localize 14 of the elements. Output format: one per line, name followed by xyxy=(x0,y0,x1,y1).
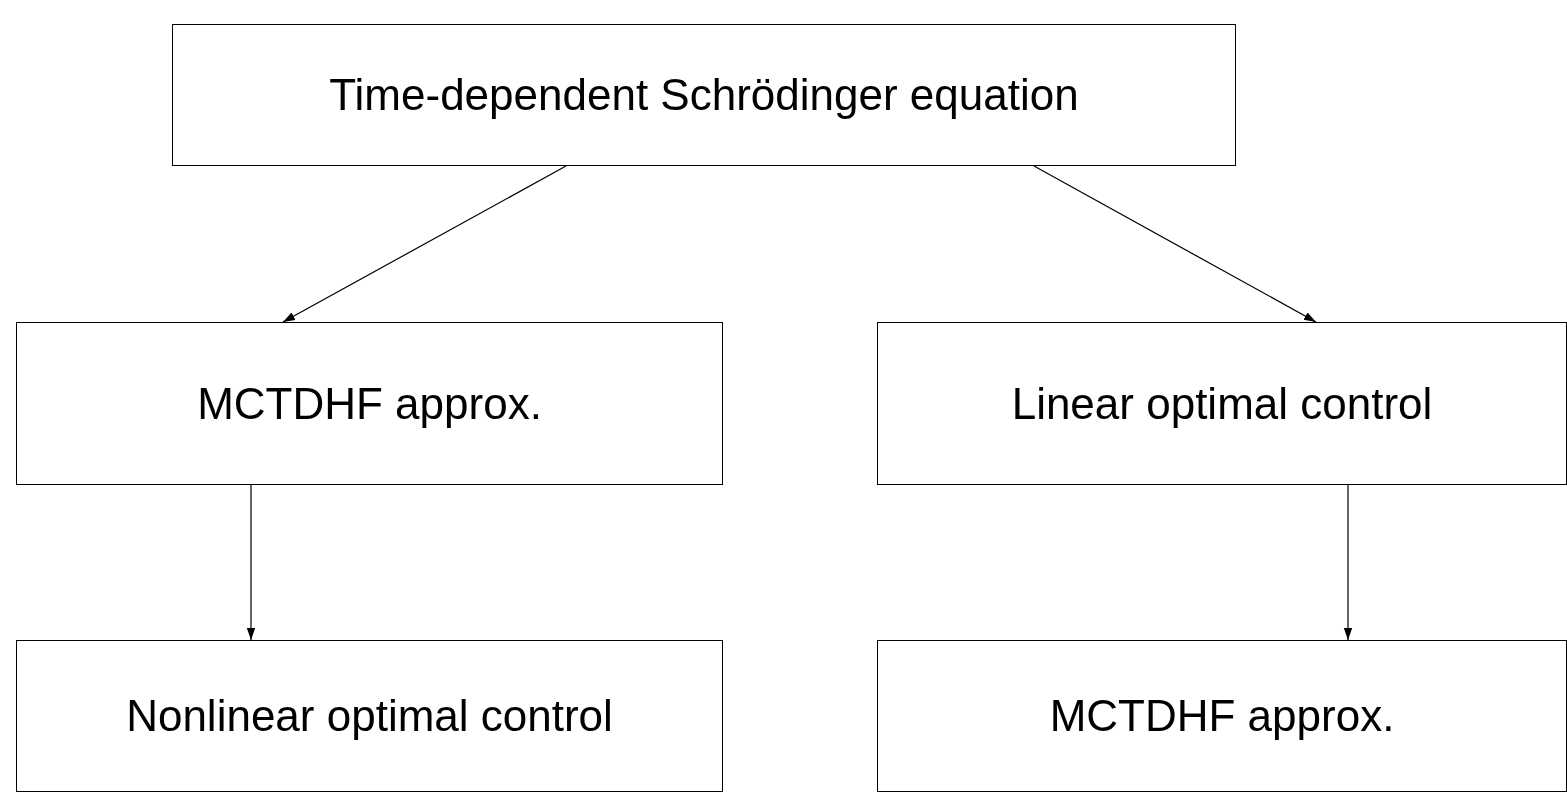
arrow xyxy=(246,484,256,641)
box-label: Time-dependent Schrödinger equation xyxy=(329,70,1079,120)
arrow xyxy=(1033,165,1317,323)
box-label: MCTDHF approx. xyxy=(1049,691,1395,741)
arrow xyxy=(1343,484,1353,641)
process-box xyxy=(16,322,723,485)
process-box xyxy=(172,24,1236,166)
box-label: MCTDHF approx. xyxy=(197,378,542,429)
process-box xyxy=(16,640,723,792)
box-label: Nonlinear optimal control xyxy=(126,691,613,741)
process-box xyxy=(877,640,1567,792)
arrow xyxy=(282,165,567,323)
box-label: Linear optimal control xyxy=(1011,378,1433,429)
process-box xyxy=(877,322,1567,485)
